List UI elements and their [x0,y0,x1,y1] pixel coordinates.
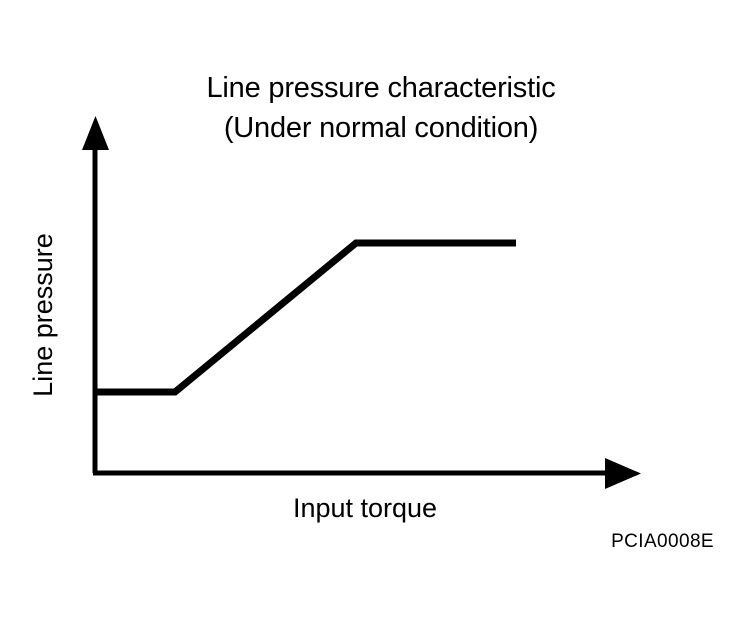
line-pressure-curve [95,239,516,396]
y-axis-label: Line pressure [28,233,58,397]
x-axis-arrow-icon [605,458,641,489]
figure-code-label: PCIA0008E [611,531,714,552]
y-axis-arrow-icon [82,116,109,150]
x-axis-label: Input torque [292,493,438,523]
